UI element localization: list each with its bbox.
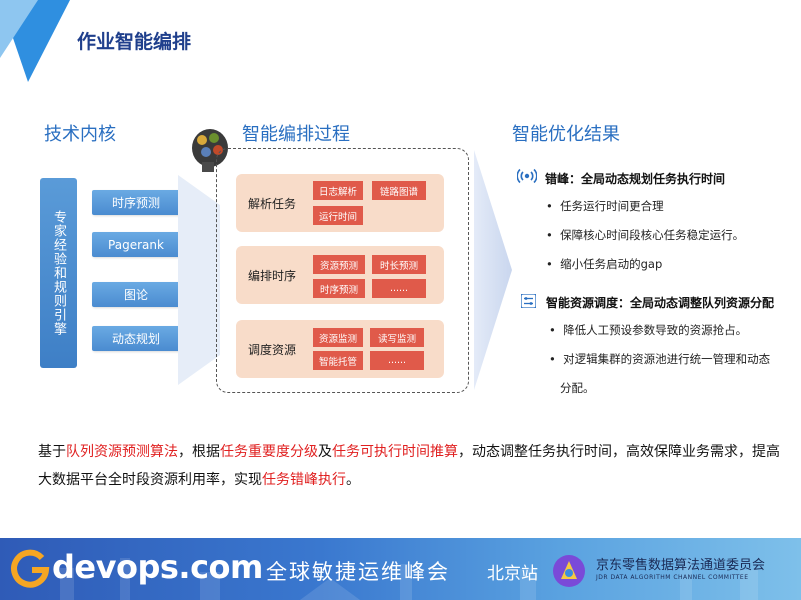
result-resource-item: • 降低人工预设参数导致的资源抢占。 [549,323,748,337]
signal-icon [517,168,537,184]
tag-io-monitor: 读写监测 [370,328,424,347]
tag-run-time: 运行时间 [313,206,363,225]
highlight-text: 任务错峰执行 [262,472,346,488]
result-peak-item: • 缩小任务启动的gap [546,257,663,271]
tag-more: ...... [372,279,426,298]
orchestration-process-panel [216,148,469,393]
jd-committee-logo [553,555,585,587]
section-title-tech-core: 技术内核 [44,124,116,145]
flow-arrow-left [178,175,220,385]
section-title-process: 智能编排过程 [242,124,350,145]
corner-decoration [0,0,70,82]
highlight-text: 任务可执行时间推算 [332,444,458,460]
gdevops-brand: devops.com [52,548,263,586]
group-label: 编排时序 [248,269,297,283]
summit-city: 北京站 [487,564,538,584]
tag-more: ...... [370,351,424,370]
group-label: 调度资源 [248,343,297,357]
result-resource-item: 分配。 [560,381,595,395]
result-peak-title: 错峰：全局动态规划任务执行时间 [545,172,726,186]
highlight-text: 任务重要度分级 [220,444,318,460]
footer-banner: devops.com 全球敏捷运维峰会 北京站 京东零售数据算法通道委员会 JD… [0,538,801,600]
highlight-text: 队列资源预测算法 [66,444,178,460]
committee-name-cn: 京东零售数据算法通道委员会 [596,558,766,573]
tech-item-dynamic-programming: 动态规划 [92,326,180,351]
tag-resource-monitor: 资源监测 [313,328,363,347]
committee-name-en: JDR DATA ALGORITHM CHANNEL COMMITTEE [596,574,749,581]
gdevops-g-logo [11,549,50,588]
result-resource-item: • 对逻辑集群的资源池进行统一管理和动态 [549,352,771,366]
tag-duration-forecast: 时长预测 [372,255,426,274]
summit-name: 全球敏捷运维峰会 [266,560,450,584]
tag-log-parse: 日志解析 [313,181,363,200]
flow-arrow-right [474,150,512,390]
page-title: 作业智能编排 [77,31,192,53]
result-resource-title: 智能资源调度：全局动态调整队列资源分配 [546,296,775,310]
tag-smart-hosting: 智能托管 [313,351,363,370]
group-label: 解析任务 [248,197,297,211]
result-peak-item: • 任务运行时间更合理 [546,199,664,213]
expert-rules-engine: 专家经验和规则引擎 [40,178,77,368]
tech-item-graph-theory: 图论 [92,282,180,307]
city-skyline-image [60,558,758,600]
tag-time-series-forecast: 时序预测 [313,279,365,298]
expert-rules-label: 专家经验和规则引擎 [51,210,66,336]
tech-item-pagerank: Pagerank [92,232,180,257]
summary-paragraph: 基于队列资源预测算法，根据任务重要度分级及任务可执行时间推算，动态调整任务执行时… [38,444,780,488]
tech-item-time-series: 时序预测 [92,190,180,215]
tag-link-graph: 链路图谱 [372,181,426,200]
sliders-icon [521,294,536,308]
result-peak-item: • 保障核心时间段核心任务稳定运行。 [546,228,745,242]
tag-resource-forecast: 资源预测 [313,255,365,274]
section-title-result: 智能优化结果 [512,124,620,145]
